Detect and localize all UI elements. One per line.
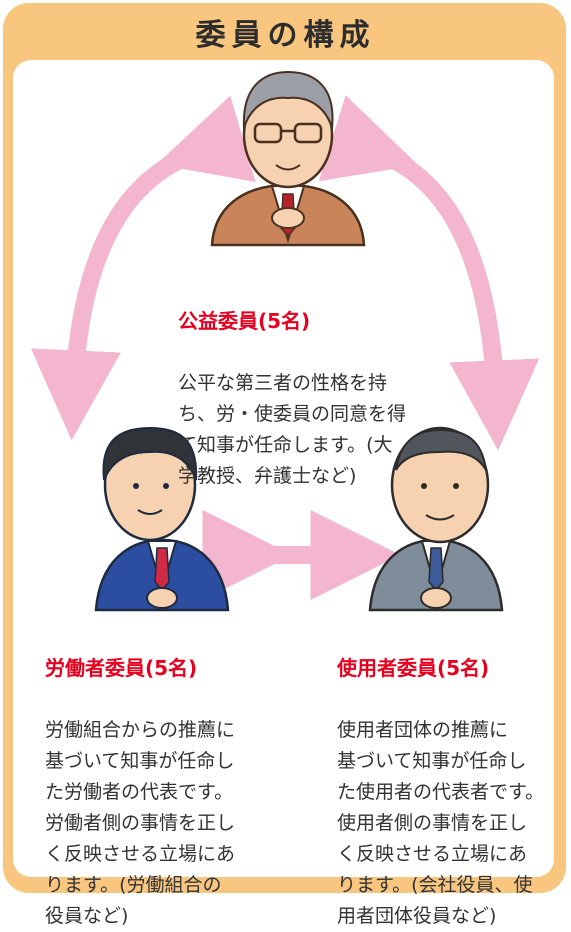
- arrow-right-circle: [318, 95, 540, 451]
- public-member-description: 公平な第三者の性格を持 ち、労・使委員の同意を得 て知事が任命します。(大 学教…: [178, 372, 407, 487]
- arrow-left-circle: [30, 95, 256, 441]
- employer-member-description: 使用者団体の推薦に 基づいて知事が任命し た使用者の代表者です。 使用者側の事情…: [337, 719, 545, 927]
- worker-member-label: 労働者委員(5名) 労働組合からの推薦に 基づいて知事が任命し た労働者の代表で…: [45, 622, 285, 932]
- public-member-heading: 公益委員(5名): [178, 309, 311, 333]
- member-composition-diagram: [30, 70, 540, 612]
- worker-member-heading: 労働者委員(5名): [45, 656, 198, 680]
- page-title: 委員の構成: [195, 18, 376, 53]
- employer-member-illustration: [368, 426, 504, 612]
- employer-member-heading: 使用者委員(5名): [337, 656, 490, 680]
- worker-member-description: 労働組合からの推薦に 基づいて知事が任命し た労働者の代表です。 労働者側の事情…: [45, 719, 236, 927]
- public-member-illustration: [210, 70, 366, 247]
- public-member-label: 公益委員(5名) 公平な第三者の性格を持 ち、労・使委員の同意を得 て知事が任命…: [178, 275, 428, 492]
- employer-member-label: 使用者委員(5名) 使用者団体の推薦に 基づいて知事が任命し た使用者の代表者で…: [337, 622, 557, 932]
- worker-member-illustration: [94, 426, 230, 612]
